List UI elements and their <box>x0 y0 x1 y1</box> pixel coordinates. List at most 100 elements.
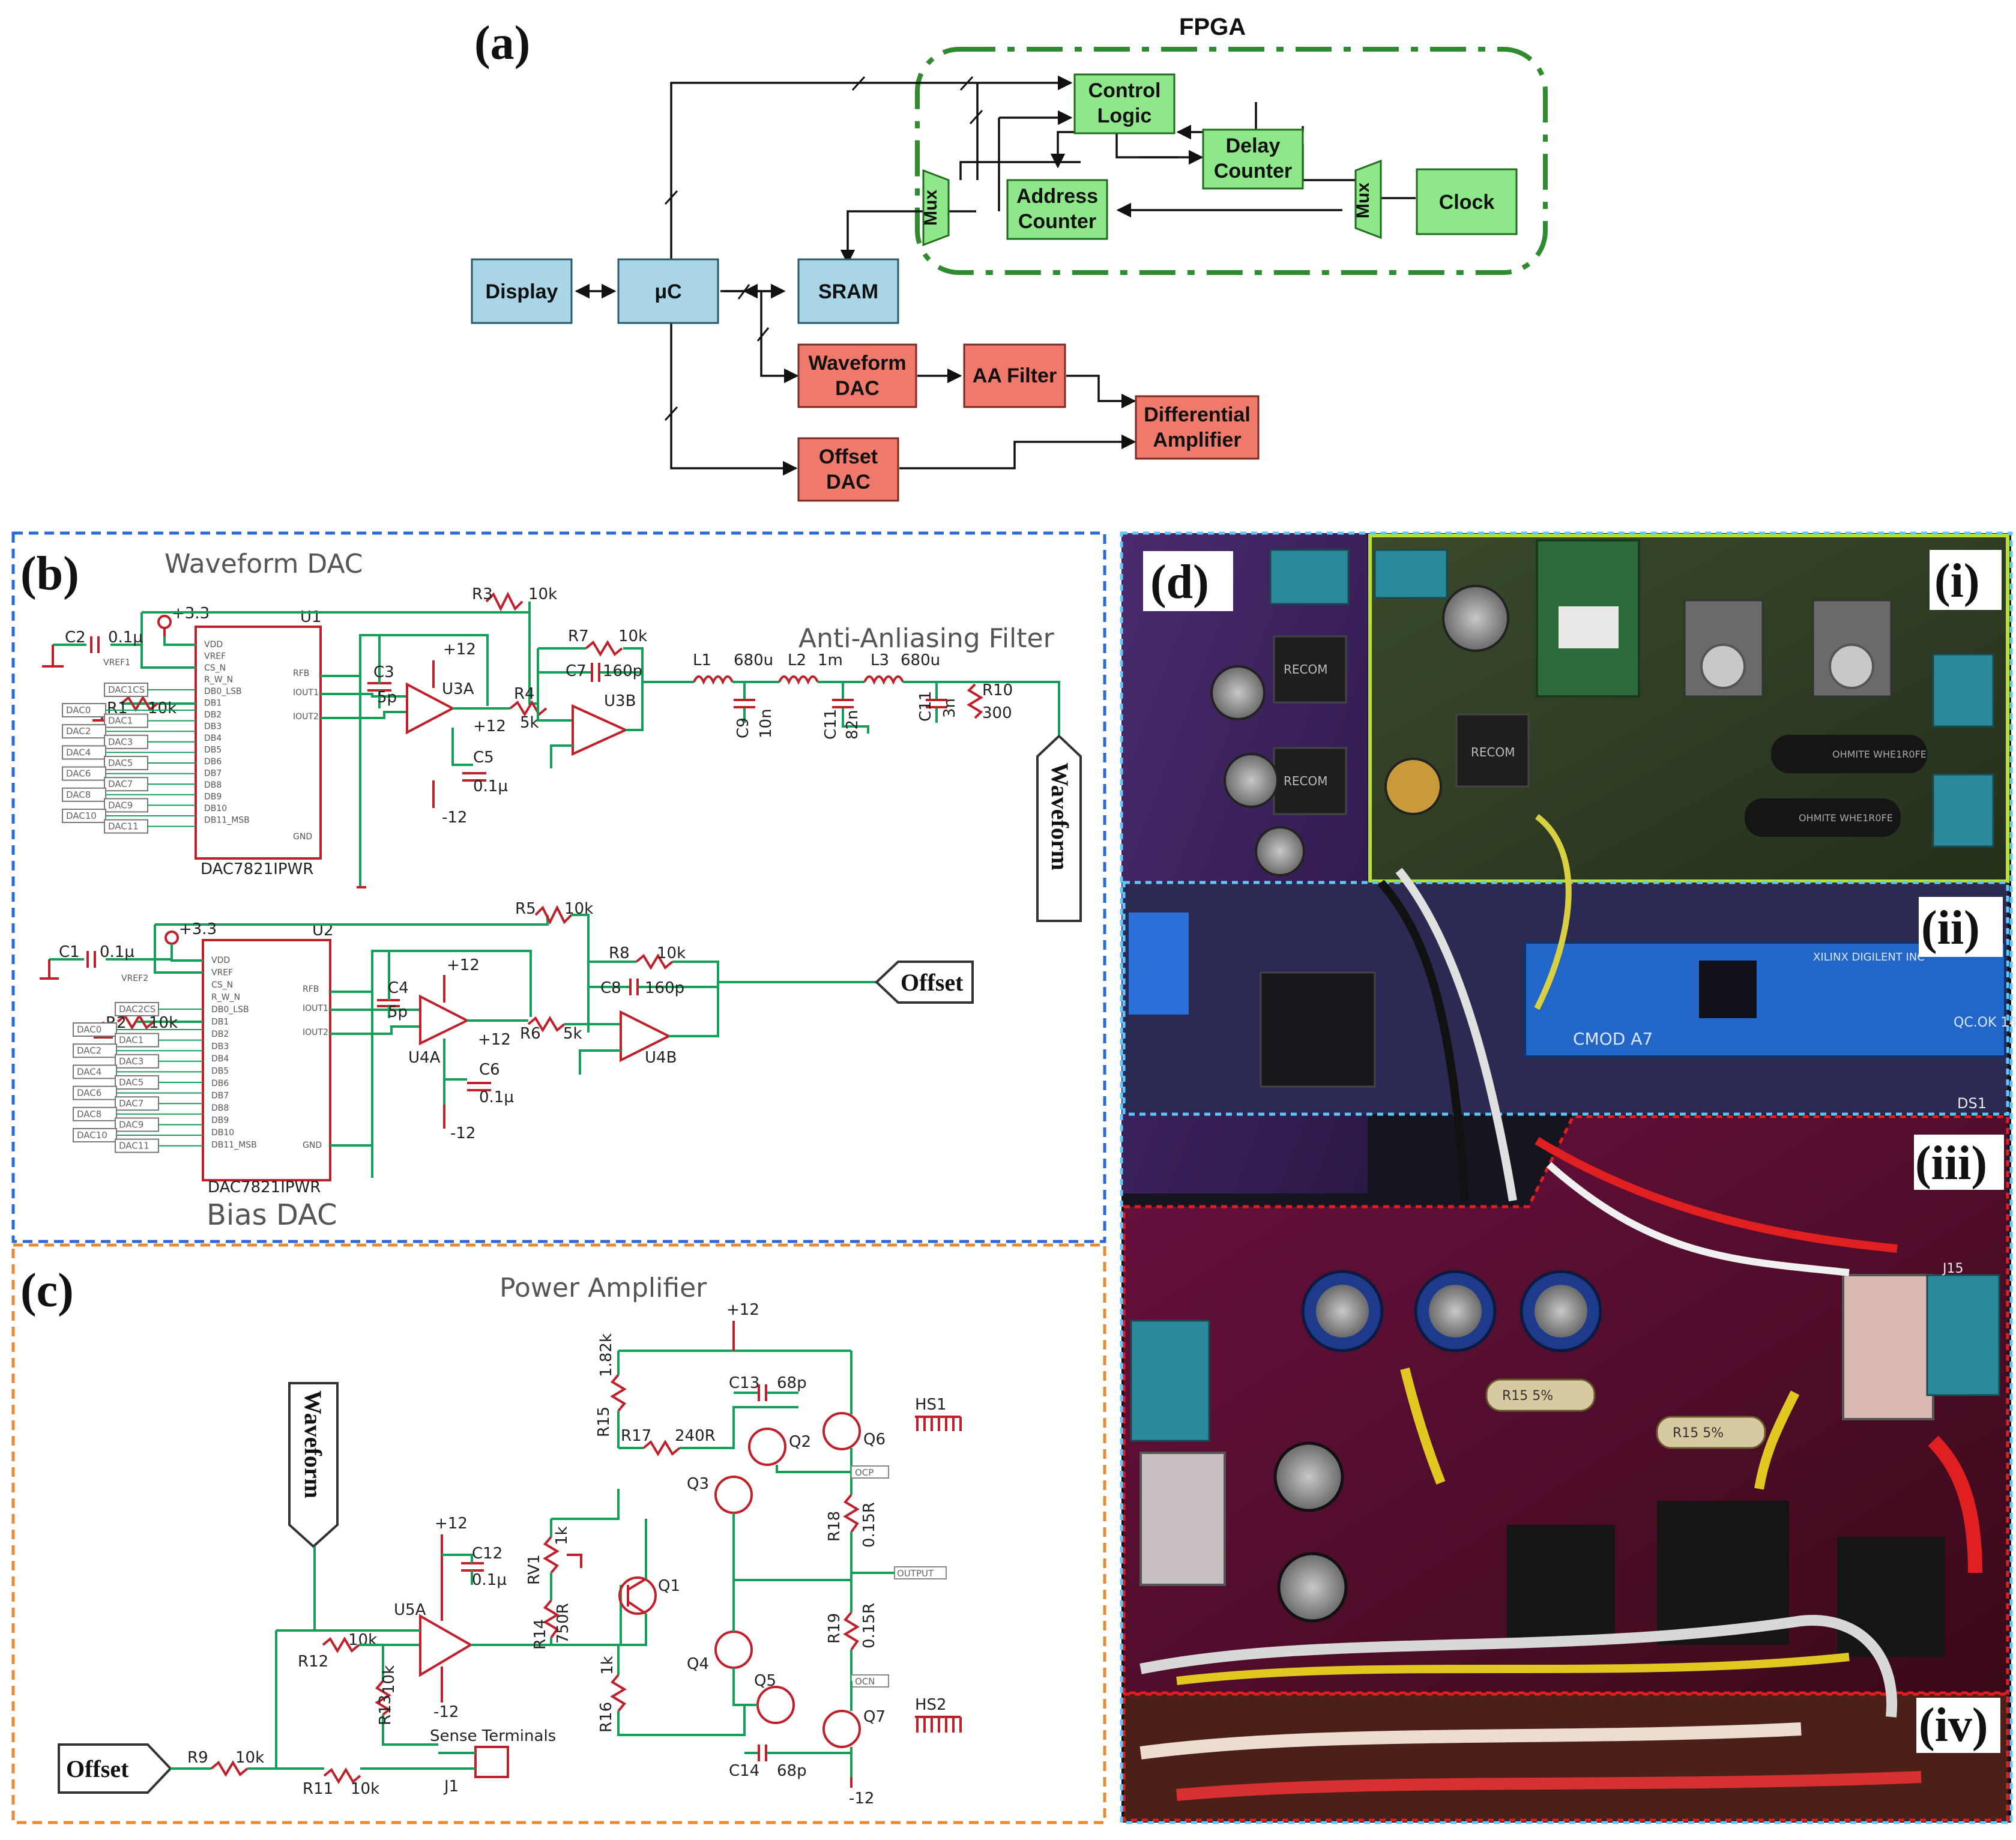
net-label: DAC11 <box>119 1141 149 1151</box>
chip-pin-label: DB3 <box>204 722 222 732</box>
hs2-symbol: HS2 <box>915 1696 962 1733</box>
svg-text:R15: R15 <box>595 1407 613 1437</box>
svg-text:0.1µ: 0.1µ <box>108 629 143 647</box>
u3b-opamp <box>572 704 629 756</box>
svg-text:-12: -12 <box>433 1703 459 1721</box>
svg-text:1.82k: 1.82k <box>597 1333 615 1377</box>
svg-text:5p: 5p <box>377 689 397 707</box>
svg-text:680u: 680u <box>901 651 940 669</box>
svg-text:L2: L2 <box>788 651 806 669</box>
panel-c-schematic: (c) Power Amplifier Waveform Offset R9 1… <box>11 1243 1106 1824</box>
u1-chip <box>195 626 322 860</box>
svg-text:L3: L3 <box>871 651 889 669</box>
svg-text:Sense Terminals: Sense Terminals <box>430 1727 556 1745</box>
panel-d-photo: OHMITE WHE1R0FE OHMITE WHE1R0FE RECOM RE… <box>1120 531 2016 1824</box>
panel-label-b: (b) <box>20 547 79 600</box>
q5-transistor <box>756 1686 795 1724</box>
svg-text:Mux: Mux <box>921 190 941 226</box>
net-label: DAC8 <box>77 1109 101 1120</box>
svg-text:R13: R13 <box>376 1695 394 1725</box>
svg-text:Waveform: Waveform <box>808 352 906 375</box>
svg-text:+12: +12 <box>726 1301 759 1319</box>
bulk-capacitor <box>1277 1552 1348 1623</box>
svg-text:C11: C11 <box>822 709 840 740</box>
svg-text:Display: Display <box>486 280 558 303</box>
regulator-left <box>1683 599 1764 698</box>
net-label: DAC2 <box>77 1045 101 1056</box>
svg-text:Offset: Offset <box>66 1755 129 1782</box>
svg-text:+12: +12 <box>447 956 480 974</box>
net-label: DAC9 <box>108 800 133 810</box>
chip-pin-label: DB8 <box>204 780 222 790</box>
svg-text:Amplifier: Amplifier <box>1153 429 1241 451</box>
svg-text:C8: C8 <box>600 979 621 997</box>
chip-pin-label: DB4 <box>204 734 222 743</box>
heat-sink <box>1507 1525 1615 1645</box>
blue-wire-insulation <box>1129 912 1189 1015</box>
heat-sink <box>1837 1537 1945 1657</box>
svg-text:-12: -12 <box>442 809 467 827</box>
ohmite-resistor-2 <box>1745 798 1901 837</box>
svg-text:R12: R12 <box>298 1653 328 1671</box>
svg-text:Offset: Offset <box>819 445 878 468</box>
net-label: DAC4 <box>66 747 91 758</box>
chip-pin-label: VREF <box>204 652 226 662</box>
svg-text:(ii): (ii) <box>1921 902 1980 955</box>
net-label: DAC11 <box>108 821 139 832</box>
svg-text:+12: +12 <box>473 717 506 735</box>
svg-text:Q7: Q7 <box>863 1708 886 1726</box>
inductor-recom-1 <box>1273 635 1347 704</box>
svg-text:μC: μC <box>654 280 681 303</box>
bias-dac-circuit: U2 DAC7821IPWR VDDVREFCS_NR_W_NDB0_LSBDB… <box>40 900 974 1196</box>
svg-text:R3: R3 <box>472 585 493 603</box>
svg-text:R19: R19 <box>825 1613 844 1644</box>
region-iv <box>1124 1694 2008 1820</box>
svg-text:Waveform: Waveform <box>300 1390 327 1498</box>
svg-text:680u: 680u <box>734 651 773 669</box>
svg-text:R18: R18 <box>825 1511 844 1542</box>
chip-pin-label: DB7 <box>211 1091 229 1101</box>
svg-text:1m: 1m <box>818 651 843 669</box>
svg-text:C4: C4 <box>388 979 409 997</box>
net-label: DAC10 <box>77 1130 107 1141</box>
svg-text:CMOD A7: CMOD A7 <box>1573 1029 1653 1049</box>
svg-text:VREF2: VREF2 <box>121 974 148 983</box>
chip-pin-label: RFB <box>293 669 309 678</box>
chip-pin-label: DB3 <box>211 1042 229 1052</box>
chip-pin-label: GND <box>293 832 312 842</box>
svg-text:0.15R: 0.15R <box>860 1603 878 1648</box>
svg-text:+3.3: +3.3 <box>179 920 217 938</box>
chip-pin-label: IOUT1 <box>303 1004 328 1013</box>
svg-text:10k: 10k <box>380 1665 398 1694</box>
differential-amplifier-block: Differential Amplifier <box>1135 395 1260 460</box>
panel-b-schematic: (b) Waveform DAC Anti-Anliasing Filter B… <box>11 531 1106 1243</box>
svg-text:10k: 10k <box>348 1631 377 1649</box>
svg-text:0.1µ: 0.1µ <box>100 943 134 961</box>
svg-text:U3B: U3B <box>604 692 636 710</box>
net-label: DAC8 <box>66 789 91 800</box>
inductor-recom-3 <box>1455 713 1530 788</box>
svg-text:HS1: HS1 <box>915 1396 947 1414</box>
svg-text:R5: R5 <box>515 900 536 918</box>
offset-port-c <box>58 1743 172 1794</box>
chip-pin-label: GND <box>303 1141 322 1150</box>
svg-text:68p: 68p <box>777 1762 807 1780</box>
electrolytic-cap <box>1210 665 1266 720</box>
svg-text:R15 5%: R15 5% <box>1673 1426 1724 1441</box>
uc-block: μC <box>617 258 719 324</box>
net-label: DAC10 <box>66 810 97 821</box>
chip-pin-label: DB9 <box>211 1116 229 1126</box>
u5a-opamp <box>419 1614 473 1677</box>
sram-block: SRAM <box>797 258 899 324</box>
svg-text:R4: R4 <box>514 685 535 703</box>
svg-text:RECOM: RECOM <box>1284 774 1328 788</box>
svg-text:R17: R17 <box>621 1427 651 1445</box>
svg-text:SRAM: SRAM <box>818 280 878 303</box>
cmod-a7-fpga-module <box>1524 941 2006 1058</box>
chip-pin-label: DB5 <box>204 746 222 755</box>
svg-text:R11: R11 <box>303 1780 333 1798</box>
net-label: DAC7 <box>119 1098 143 1109</box>
svg-text:1k: 1k <box>599 1656 617 1675</box>
svg-text:C11: C11 <box>917 691 935 722</box>
chip-pin-label: DB10 <box>211 1128 234 1138</box>
